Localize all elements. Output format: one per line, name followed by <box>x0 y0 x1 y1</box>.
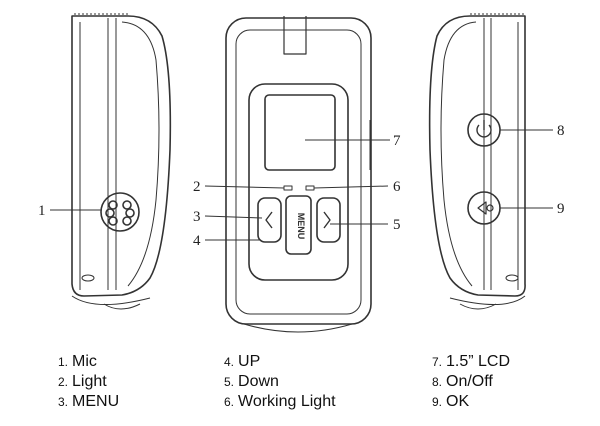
legend-item-mic: 1.Mic <box>58 353 97 370</box>
legend-item-on-off: 8.On/Off <box>432 373 493 390</box>
left-side-view <box>50 13 172 310</box>
menu-button-label: MENU <box>296 213 306 240</box>
callout-9: 9 <box>557 201 565 217</box>
down-button <box>316 197 341 243</box>
legend-item-working-light: 6.Working Light <box>224 393 336 410</box>
callout-6: 6 <box>393 179 401 195</box>
legend-column-1: 1.Mic 2.Light 3.MENU <box>58 352 238 412</box>
callout-5: 5 <box>393 217 401 233</box>
callout-8: 8 <box>557 123 565 139</box>
legend-item-up: 4.UP <box>224 353 261 370</box>
legend-column-3: 7.1.5” LCD 8.On/Off 9.OK <box>432 352 600 412</box>
callout-4: 4 <box>193 233 201 249</box>
up-button <box>257 197 282 243</box>
lcd-screen <box>264 94 336 171</box>
front-view <box>204 16 390 333</box>
legend-item-light: 2.Light <box>58 373 107 390</box>
legend-item-menu: 3.MENU <box>58 393 120 410</box>
working-light-led <box>305 185 315 191</box>
legend-item-ok: 9.OK <box>432 393 470 410</box>
callout-1: 1 <box>38 203 46 219</box>
legend-item-lcd: 7.1.5” LCD <box>432 353 511 370</box>
callout-2: 2 <box>193 179 201 195</box>
legend-column-2: 4.UP 5.Down 6.Working Light <box>224 352 404 412</box>
right-side-view <box>428 13 553 310</box>
mic-icon <box>100 192 140 232</box>
legend-item-down: 5.Down <box>224 373 279 390</box>
callout-7: 7 <box>393 133 401 149</box>
light-led <box>283 185 293 191</box>
callout-3: 3 <box>193 209 201 225</box>
menu-button <box>285 195 312 255</box>
